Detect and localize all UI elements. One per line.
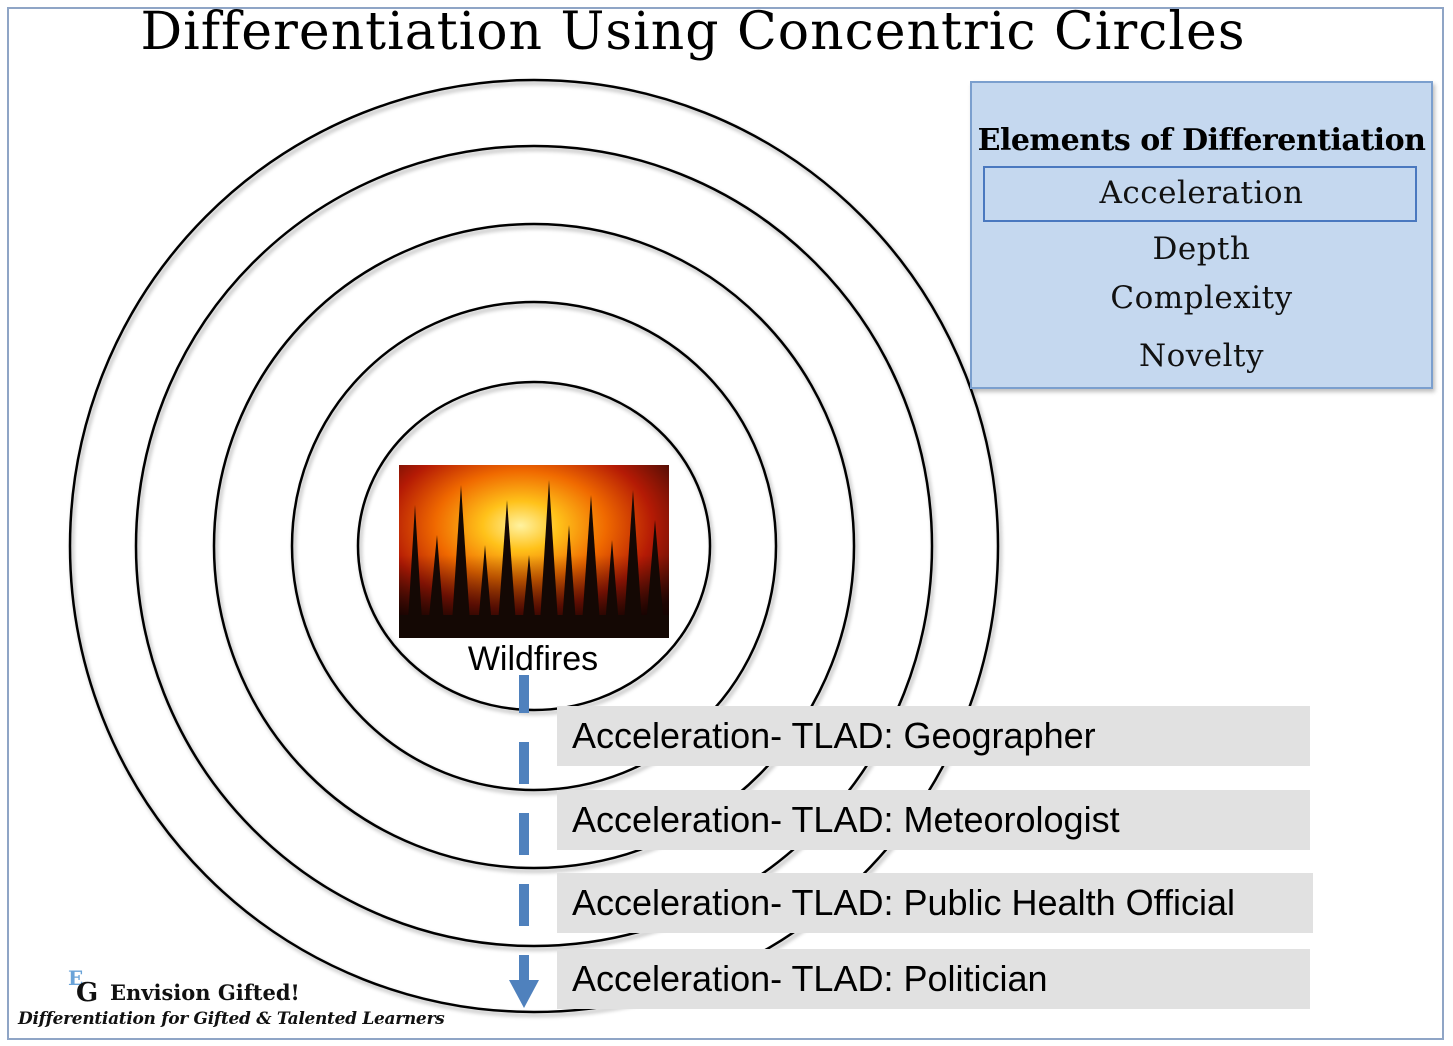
logo-tagline: Differentiation for Gifted & Talented Le… [18,1009,445,1029]
element-novelty: Novelty [1138,338,1265,374]
center-label: Wildfires [467,640,599,678]
circle-ring-3 [134,144,934,948]
arrow-head [509,980,539,1008]
element-complexity: Complexity [1110,280,1293,316]
layer-band-politician: Acceleration- TLAD: Politician [557,949,1310,1009]
logo-name: Envision Gifted! [110,980,300,1005]
wildfire-photo [399,465,669,638]
layer-band-public-health-official: Acceleration- TLAD: Public Health Offici… [557,873,1313,933]
layer-band-meteorologist: Acceleration- TLAD: Meteorologist [557,790,1310,850]
slide-border [7,7,1444,1040]
selected-element-highlight [983,166,1417,222]
elements-of-differentiation-box: Elements of Differentiation Acceleration… [970,81,1433,389]
elements-box-title: Elements of Differentiation [977,123,1426,158]
element-depth: Depth [1152,231,1251,267]
circle-ring-4 [68,78,1000,1014]
circle-center [356,380,712,712]
element-acceleration: Acceleration [1099,175,1304,211]
envision-gifted-logo: E G Envision Gifted! Differentiation for… [18,962,445,1032]
dashed-arrow [509,675,539,1008]
eg-logo-icon: E G [68,966,99,1008]
circle-ring-2 [212,222,856,870]
layer-band-geographer: Acceleration- TLAD: Geographer [557,706,1310,766]
slide-title: Differentiation Using Concentric Circles [140,2,1246,62]
circle-ring-1 [290,300,778,792]
